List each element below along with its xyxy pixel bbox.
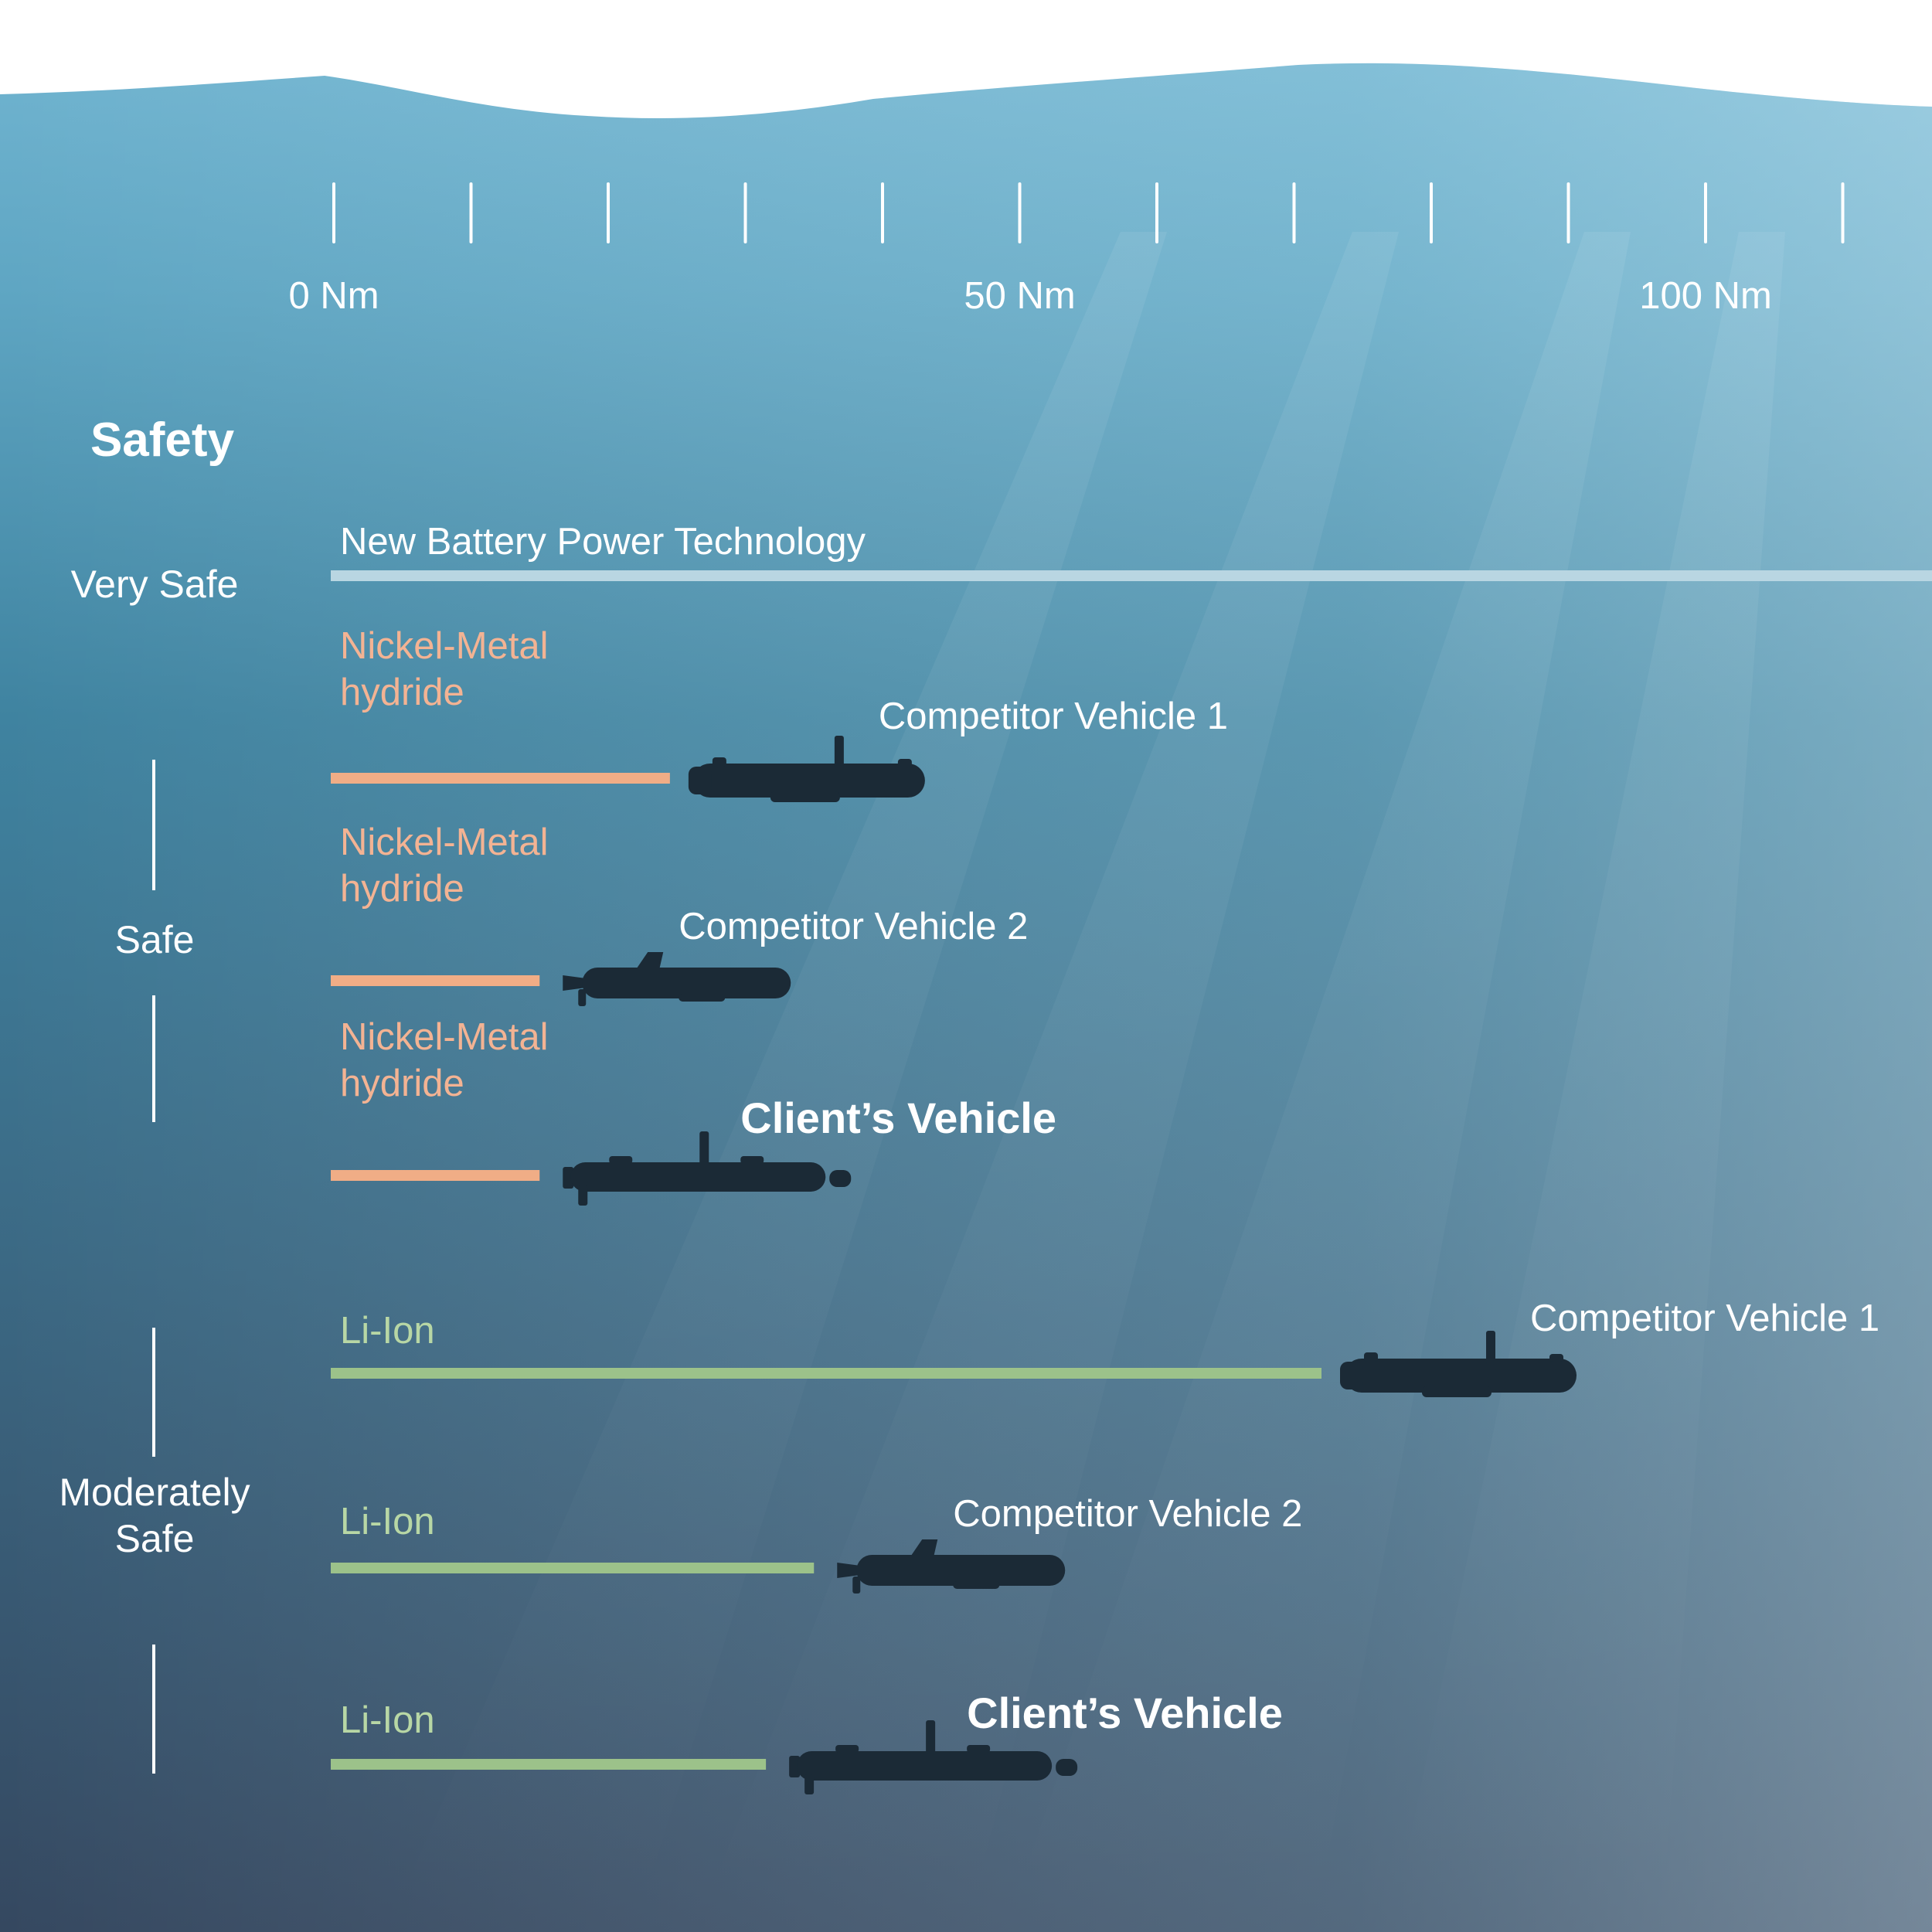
battery-type-label: Li-Ion [340, 1310, 435, 1352]
battery-type-label: New Battery Power Technology [340, 521, 866, 563]
range-bar [331, 1170, 540, 1181]
safety-level-label: Very Safe [71, 563, 239, 606]
safety-axis-title: Safety [90, 413, 235, 467]
battery-type-label: Li-Ion [340, 1501, 435, 1543]
range-bar [331, 773, 670, 784]
surface-glow [0, 63, 1932, 1932]
range-bar [331, 1759, 767, 1770]
axis-tick-label: 100 Nm [1639, 275, 1772, 317]
battery-type-label: Li-Ion [340, 1699, 435, 1741]
range-bar [331, 1563, 815, 1573]
vehicle-silhouette [688, 736, 925, 802]
range-bar [331, 975, 540, 986]
vehicle-silhouette [789, 1720, 1078, 1794]
range-bar [331, 570, 1932, 581]
axis-tick-label: 50 Nm [964, 275, 1075, 317]
vehicle-label: Client’s Vehicle [740, 1094, 1056, 1142]
light-ray [386, 232, 1167, 1932]
vehicle-silhouette [563, 1131, 852, 1206]
vehicle-silhouette [1340, 1331, 1577, 1397]
light-ray [696, 232, 1399, 1932]
vehicle-label: Competitor Vehicle 2 [953, 1493, 1302, 1535]
range-bar [331, 1368, 1321, 1379]
axis-tick-label: 0 Nm [288, 275, 379, 317]
vehicle-label: Client’s Vehicle [967, 1689, 1283, 1737]
light-ray [1391, 232, 1785, 1932]
vehicle-label: Competitor Vehicle 2 [679, 906, 1028, 947]
light-ray [1005, 232, 1631, 1932]
safety-level-label: Safe [115, 918, 195, 961]
vehicle-silhouette [837, 1539, 1066, 1594]
vehicle-label: Competitor Vehicle 1 [879, 696, 1228, 737]
vehicle-silhouette [563, 952, 791, 1006]
vehicle-label: Competitor Vehicle 1 [1530, 1298, 1879, 1339]
